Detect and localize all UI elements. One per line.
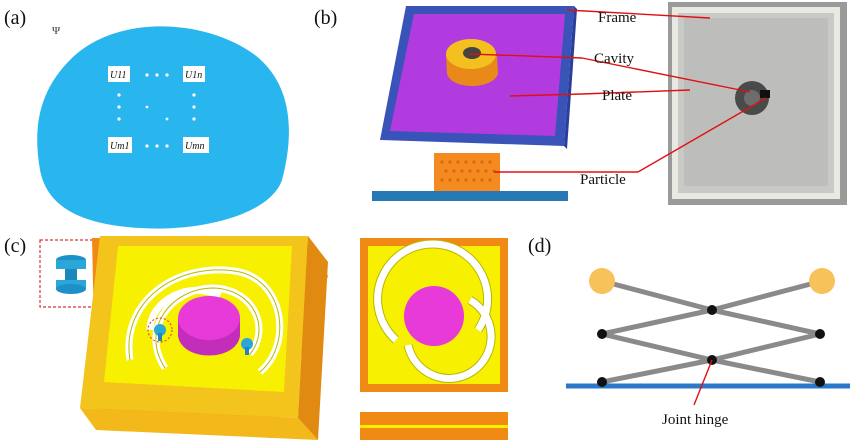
particle-assembly bbox=[372, 153, 568, 201]
panel-b-label: (b) bbox=[314, 7, 337, 29]
panel-b: (b) bbox=[314, 2, 847, 205]
particle-holes bbox=[440, 160, 496, 182]
cell-umn-label: Umn bbox=[185, 141, 204, 152]
spiral-outlines bbox=[128, 269, 281, 373]
hinge-zoom-icon bbox=[56, 255, 86, 294]
unit-cell-top-view bbox=[360, 238, 508, 392]
cell-um1-box bbox=[108, 137, 132, 153]
panel-a-label: (a) bbox=[4, 7, 26, 29]
scissor-bars bbox=[599, 278, 825, 385]
unit-cell-3d bbox=[80, 236, 328, 440]
joint-hinge-small bbox=[154, 324, 253, 355]
end-node-left bbox=[589, 268, 615, 294]
top-spiral bbox=[374, 240, 495, 382]
leader-lines bbox=[469, 9, 767, 173]
panel-c: (c) bbox=[4, 235, 508, 440]
domain-blob bbox=[37, 26, 289, 229]
callout-plate: Plate bbox=[602, 88, 632, 104]
cavity bbox=[446, 39, 498, 86]
panel-d: (d) Joint hinge bbox=[528, 235, 850, 428]
frame-side bbox=[564, 6, 577, 149]
cell-umn-box bbox=[183, 137, 209, 153]
callout-frame: Frame bbox=[598, 10, 637, 26]
panel-c-label: (c) bbox=[4, 235, 26, 257]
cell-um1-label: Um1 bbox=[110, 141, 129, 152]
joint-hinge-leader bbox=[693, 359, 713, 406]
end-node-right bbox=[809, 268, 835, 294]
cell-u11-label: U11 bbox=[110, 70, 126, 81]
panel-d-label: (d) bbox=[528, 235, 551, 257]
callout-cavity: Cavity bbox=[594, 51, 634, 67]
top-disk bbox=[404, 286, 464, 346]
panel-a: (a) Ψ U11 U1n Um1 Umn bbox=[4, 7, 289, 229]
central-disk bbox=[178, 296, 240, 340]
unit-cell-side-view bbox=[360, 412, 508, 440]
particle bbox=[434, 153, 500, 191]
cell-u1n-box bbox=[183, 66, 205, 82]
callout-particle: Particle bbox=[580, 172, 626, 188]
joint-hinge-label: Joint hinge bbox=[662, 412, 729, 428]
ellipsis-dots bbox=[117, 73, 196, 148]
psi-symbol: Ψ bbox=[52, 25, 61, 37]
cell-u11-box bbox=[108, 66, 130, 82]
base-plate bbox=[372, 191, 568, 201]
cell-u1n-label: U1n bbox=[185, 70, 202, 81]
hinge-highlight bbox=[147, 317, 173, 343]
